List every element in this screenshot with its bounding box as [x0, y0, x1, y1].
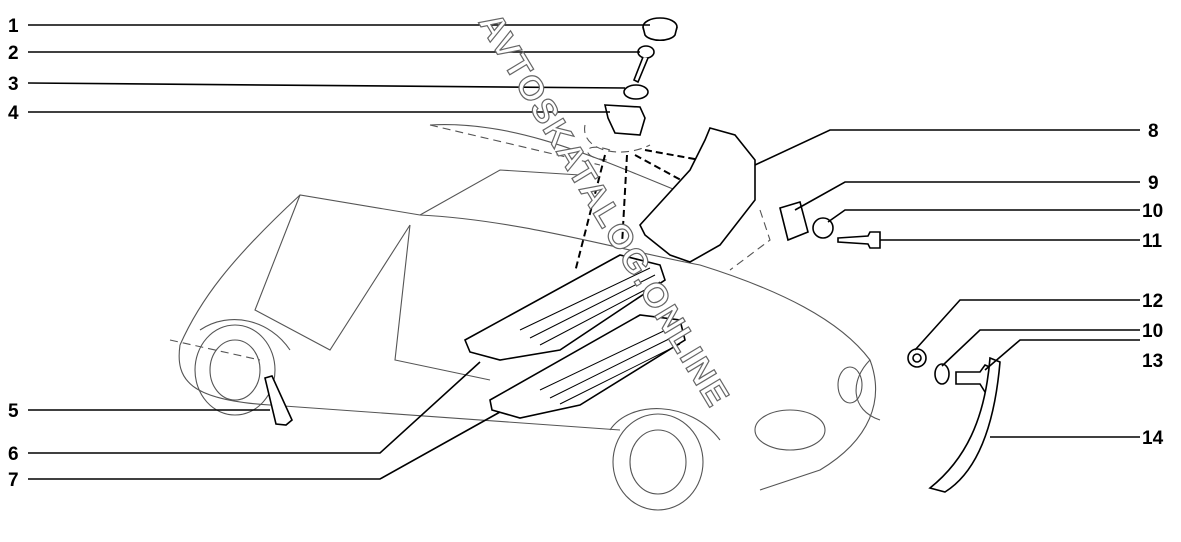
callout-14: 14: [1142, 428, 1164, 449]
callout-7: 7: [8, 470, 19, 491]
part-10b-washer: [934, 363, 950, 385]
callout-3: 3: [8, 74, 19, 95]
part-8-cowl-panel: [639, 127, 756, 263]
part-11-screw: [837, 231, 881, 249]
callout-labels-right: 8 9 10 11 12 10 13 14: [1142, 121, 1164, 449]
callout-10: 10: [1142, 201, 1163, 222]
callout-12: 12: [1142, 291, 1163, 312]
callout-10b: 10: [1142, 321, 1163, 342]
callout-lines: [27, 24, 1140, 480]
part-5-mudguard-strip: [264, 375, 293, 426]
callout-11: 11: [1142, 231, 1163, 252]
part-6-grille-upper: [463, 254, 666, 361]
part-12-nut: [907, 348, 927, 368]
part-3-washer: [623, 84, 649, 100]
callout-5: 5: [8, 401, 19, 422]
callout-13: 13: [1142, 351, 1163, 372]
car-outline: [169, 124, 881, 511]
part-14-trim-strip: [928, 356, 1001, 493]
part-10-washer: [812, 217, 834, 239]
part-9-bracket: [779, 200, 809, 242]
callout-6: 6: [8, 444, 19, 465]
callout-4: 4: [8, 103, 19, 124]
callout-2: 2: [8, 43, 19, 64]
callout-labels-left: 1 2 3 4 5 6 7: [8, 16, 19, 491]
callout-9: 9: [1148, 173, 1159, 194]
assembly-arrows: [574, 124, 701, 273]
part-1-cap: [642, 17, 678, 42]
callout-8: 8: [1148, 121, 1159, 142]
part-4-clip: [603, 104, 646, 136]
part-7-grille-lower: [489, 314, 686, 419]
callout-1: 1: [8, 16, 19, 37]
